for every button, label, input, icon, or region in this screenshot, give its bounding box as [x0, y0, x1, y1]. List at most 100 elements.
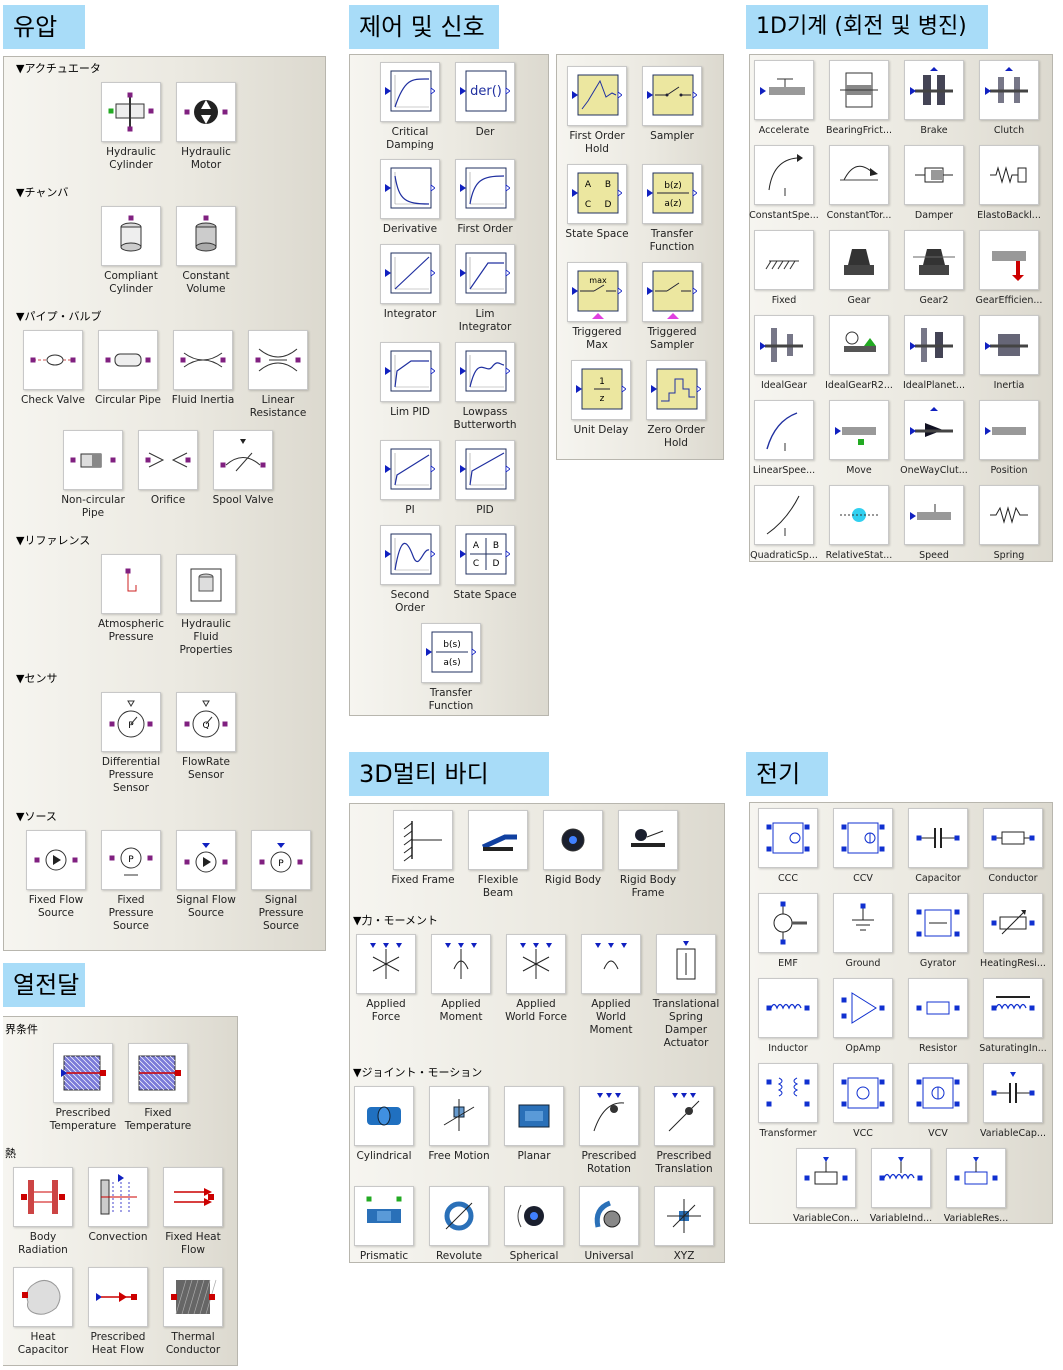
palette-item-constantspe[interactable]: ConstantSpe...: [741, 145, 827, 222]
palette-item-prismatic[interactable]: Prismatic: [341, 1186, 427, 1263]
palette-item-ccc[interactable]: CCC: [745, 808, 831, 885]
palette-item-fixed-frame[interactable]: Fixed Frame: [380, 810, 466, 887]
palette-item-saturatingin[interactable]: SaturatingIn...: [970, 978, 1056, 1055]
palette-item-xyz[interactable]: XYZ: [641, 1186, 727, 1263]
palette-item-variablecap[interactable]: VariableCap...: [970, 1063, 1056, 1140]
palette-item-fixed[interactable]: Fixed: [741, 230, 827, 307]
palette-item-fixed-temperature[interactable]: Fixed Temperature: [115, 1043, 201, 1133]
palette-item-inductor[interactable]: Inductor: [745, 978, 831, 1055]
palette-item-non-circular-pipe[interactable]: Non-circular Pipe: [50, 430, 136, 520]
palette-item-prescribed-translation[interactable]: Prescribed Translation: [641, 1086, 727, 1176]
palette-item-compliant-cylinder[interactable]: Compliant Cylinder: [88, 206, 174, 296]
palette-item-gear2[interactable]: Gear2: [891, 230, 977, 307]
palette-item-constant-volume[interactable]: Constant Volume: [163, 206, 249, 296]
palette-item-applied-world-force[interactable]: Applied World Force: [493, 934, 579, 1024]
palette-item-transfer-function[interactable]: b(z)a(z)Transfer Function: [629, 164, 715, 254]
palette-item-pi[interactable]: PI: [367, 440, 453, 517]
palette-item-gearefficien[interactable]: GearEfficien...: [966, 230, 1052, 307]
palette-item-linear-resistance[interactable]: Linear Resistance: [235, 330, 321, 420]
palette-item-fluid-inertia[interactable]: Fluid Inertia: [160, 330, 246, 407]
palette-item-orifice[interactable]: Orifice: [125, 430, 211, 507]
palette-item-brake[interactable]: Brake: [891, 60, 977, 137]
palette-item-free-motion[interactable]: Free Motion: [416, 1086, 502, 1163]
palette-item-thermal-conductor[interactable]: Thermal Conductor: [150, 1267, 236, 1357]
palette-item-lim-integrator[interactable]: Lim Integrator: [442, 244, 528, 334]
palette-item-variableres[interactable]: VariableRes...: [933, 1148, 1019, 1225]
palette-item-fixed-flow-source[interactable]: Fixed Flow Source: [13, 830, 99, 920]
palette-item-lowpass-butterworth[interactable]: Lowpass Butterworth: [442, 342, 528, 432]
palette-item-onewayclut[interactable]: OneWayClut...: [891, 400, 977, 477]
palette-item-second-order[interactable]: Second Order: [367, 525, 453, 615]
palette-item-applied-world-moment[interactable]: Applied World Moment: [568, 934, 654, 1037]
palette-item-prescribed-rotation[interactable]: Prescribed Rotation: [566, 1086, 652, 1176]
palette-item-speed[interactable]: Speed: [891, 485, 977, 562]
palette-item-integrator[interactable]: Integrator: [367, 244, 453, 321]
palette-item-relativestat[interactable]: RelativeStat...: [816, 485, 902, 562]
palette-item-spool-valve[interactable]: Spool Valve: [200, 430, 286, 507]
palette-item-pid[interactable]: PID: [442, 440, 528, 517]
palette-item-der[interactable]: der()Der: [442, 62, 528, 139]
palette-item-transformer[interactable]: Transformer: [745, 1063, 831, 1140]
palette-item-variableind[interactable]: VariableInd...: [858, 1148, 944, 1225]
palette-item-idealgear[interactable]: IdealGear: [741, 315, 827, 392]
palette-item-translational-spring-damper-actuator[interactable]: Translational Spring Damper Actuator: [643, 934, 729, 1050]
palette-item-critical-damping[interactable]: Critical Damping: [367, 62, 453, 152]
palette-item-opamp[interactable]: OpAmp: [820, 978, 906, 1055]
palette-item-hydraulic-fluid-properties[interactable]: Hydraulic Fluid Properties: [163, 554, 249, 657]
palette-item-first-order[interactable]: First Order: [442, 159, 528, 236]
palette-item-sampler[interactable]: Sampler: [629, 66, 715, 143]
palette-item-hydraulic-cylinder[interactable]: Hydraulic Cylinder: [88, 82, 174, 172]
palette-item-derivative[interactable]: Derivative: [367, 159, 453, 236]
palette-item-transfer-function[interactable]: b(s)a(s)Transfer Function: [408, 623, 494, 713]
palette-item-spring[interactable]: Spring: [966, 485, 1052, 562]
palette-item-vcc[interactable]: VCC: [820, 1063, 906, 1140]
palette-item-gear[interactable]: Gear: [816, 230, 902, 307]
palette-item-ground[interactable]: Ground: [820, 893, 906, 970]
palette-item-resistor[interactable]: Resistor: [895, 978, 981, 1055]
palette-item-revolute[interactable]: Revolute: [416, 1186, 502, 1263]
palette-item-ccv[interactable]: CCV: [820, 808, 906, 885]
palette-item-spherical[interactable]: Spherical: [491, 1186, 577, 1263]
palette-item-lim-pid[interactable]: Lim PID: [367, 342, 453, 419]
palette-item-triggered-sampler[interactable]: Triggered Sampler: [629, 262, 715, 352]
palette-item-planar[interactable]: Planar: [491, 1086, 577, 1163]
palette-item-bearingfrict[interactable]: BearingFrict...: [816, 60, 902, 137]
palette-item-accelerate[interactable]: Accelerate: [741, 60, 827, 137]
palette-item-heatingresi[interactable]: HeatingResi...: [970, 893, 1056, 970]
palette-item-cylindrical[interactable]: Cylindrical: [341, 1086, 427, 1163]
palette-item-conductor[interactable]: Conductor: [970, 808, 1056, 885]
palette-item-constanttor[interactable]: ConstantTor...: [816, 145, 902, 222]
palette-item-fixed-heat-flow[interactable]: Fixed Heat Flow: [150, 1167, 236, 1257]
palette-item-inertia[interactable]: Inertia: [966, 315, 1052, 392]
palette-item-variablecon[interactable]: VariableCon...: [783, 1148, 869, 1225]
palette-item-atmospheric-pressure[interactable]: Atmospheric Pressure: [88, 554, 174, 644]
palette-item-damper[interactable]: Damper: [891, 145, 977, 222]
palette-item-circular-pipe[interactable]: Circular Pipe: [85, 330, 171, 407]
palette-item-applied-moment[interactable]: Applied Moment: [418, 934, 504, 1024]
palette-item-prescribed-temperature[interactable]: Prescribed Temperature: [40, 1043, 126, 1133]
palette-item-body-radiation[interactable]: Body Radiation: [0, 1167, 86, 1257]
palette-item-applied-force[interactable]: Applied Force: [343, 934, 429, 1024]
palette-item-gyrator[interactable]: Gyrator: [895, 893, 981, 970]
palette-item-idealgearr2[interactable]: IdealGearR2...: [816, 315, 902, 392]
palette-item-vcv[interactable]: VCV: [895, 1063, 981, 1140]
palette-item-capacitor[interactable]: Capacitor: [895, 808, 981, 885]
palette-item-quadraticsp[interactable]: QuadraticSp...: [741, 485, 827, 562]
palette-item-check-valve[interactable]: Check Valve: [10, 330, 96, 407]
palette-item-clutch[interactable]: Clutch: [966, 60, 1052, 137]
palette-item-heat-capacitor[interactable]: Heat Capacitor: [0, 1267, 86, 1357]
palette-item-signal-flow-source[interactable]: Signal Flow Source: [163, 830, 249, 920]
palette-item-move[interactable]: Move: [816, 400, 902, 477]
palette-item-elastobackl[interactable]: ElastoBackl...: [966, 145, 1052, 222]
palette-item-universal[interactable]: Universal: [566, 1186, 652, 1263]
palette-item-idealplanet[interactable]: IdealPlanet...: [891, 315, 977, 392]
palette-item-linearspee[interactable]: LinearSpee...: [741, 400, 827, 477]
palette-item-rigid-body[interactable]: Rigid Body: [530, 810, 616, 887]
